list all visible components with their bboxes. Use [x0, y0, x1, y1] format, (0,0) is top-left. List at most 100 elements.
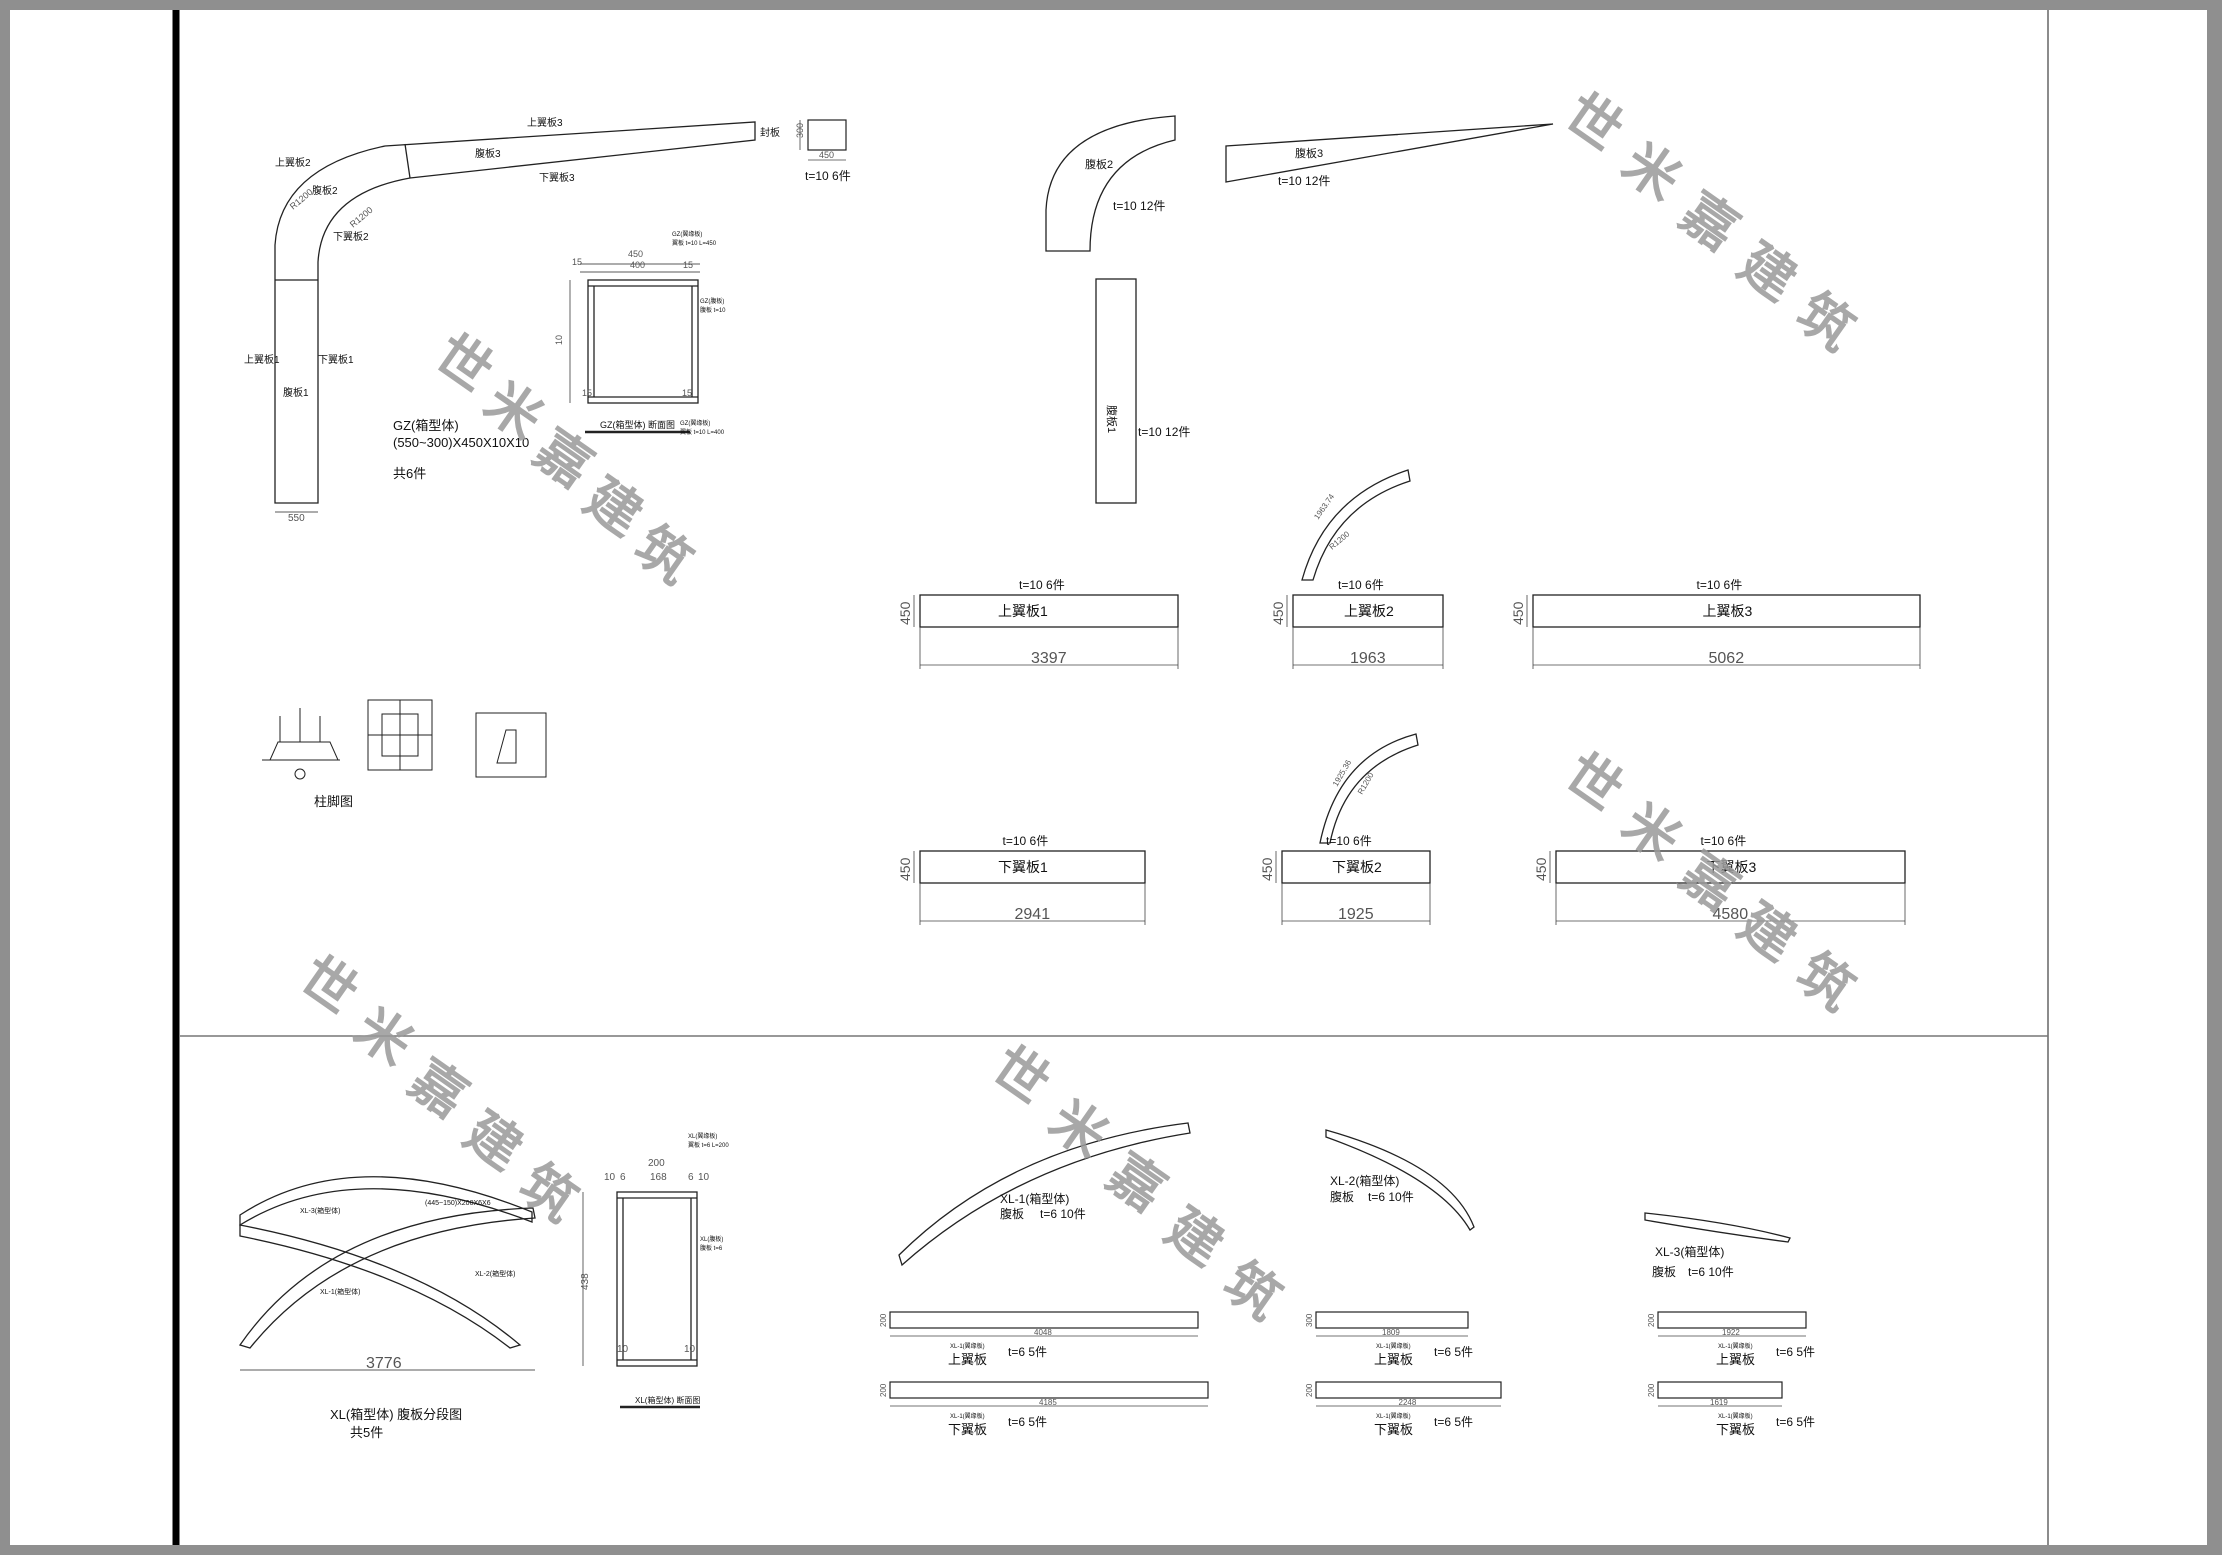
lower_plates-2-width: 450	[1533, 857, 1549, 881]
xl-assembly	[238, 1176, 536, 1371]
gz-sec-note2: GZ(腹板)	[700, 297, 724, 305]
xl1-lower-label: 下翼板	[948, 1422, 987, 1437]
xl2-lower-tag: XL-1(翼缘板)	[1376, 1412, 1411, 1420]
gz-sec-note1b: 翼板 t=10 L=450	[672, 239, 717, 247]
gz-label-web3: 腹板3	[475, 147, 501, 160]
xl3-upper-outline	[1657, 1311, 1807, 1329]
lower_plates-1-spec: t=10 6件	[1326, 834, 1372, 848]
xl-assembly-labels: XL-3(箱型体) (445~150)X200X6X6 XL-2(箱型体) XL…	[300, 1200, 515, 1440]
xl3-title: XL-3(箱型体)	[1655, 1244, 1724, 1259]
gz-title: GZ(箱型体)	[393, 418, 459, 433]
gz-section	[569, 263, 700, 434]
upper_plates-0-width: 450	[897, 601, 913, 625]
xl1-upper-outline	[889, 1311, 1199, 1329]
upper_plates-0-length: 3397	[1031, 650, 1067, 667]
upper_plates-2-outline	[1532, 594, 1921, 628]
xl2-lower-width: 200	[1305, 1383, 1314, 1397]
xl2-upper-spec: t=6 5件	[1434, 1345, 1473, 1359]
lower_plates-0-width: 450	[897, 857, 913, 881]
gz-qty: 共6件	[393, 466, 426, 481]
upper_plates-1-length: 1963	[1350, 650, 1386, 667]
upper_plates-1-spec: t=10 6件	[1338, 578, 1384, 592]
xl-sec-note1b: 翼板 t=6 L=200	[688, 1141, 729, 1149]
xl3-lower-width: 200	[1647, 1383, 1656, 1397]
web2-label: 腹板2	[1085, 157, 1113, 171]
upper_plates-0-outline	[919, 594, 1179, 628]
xl2-lower-label: 下翼板	[1374, 1422, 1413, 1437]
xl1-lower-tag: XL-1(翼缘板)	[950, 1412, 985, 1420]
gz-size: (550~300)X450X10X10	[393, 435, 529, 450]
gz-label-upper1: 上翼板1	[244, 353, 280, 366]
xl-sec-note2: XL(腹板)	[700, 1235, 723, 1243]
xl1-lower-spec: t=6 5件	[1008, 1415, 1047, 1429]
xl3-web: 腹板	[1652, 1265, 1676, 1279]
xl-asm-xl1: XL-1(箱型体)	[320, 1287, 360, 1296]
lower_plates-2-spec: t=10 6件	[1701, 834, 1747, 848]
gz-label-lower1: 下翼板1	[318, 353, 354, 366]
gz-title-block: GZ(箱型体) (550~300)X450X10X10 共6件	[393, 418, 529, 481]
lower_plates-2-length: 4580	[1713, 906, 1749, 923]
xl-sec-6b: 6	[688, 1172, 694, 1183]
gz-end-plate-h: 300	[795, 123, 805, 138]
web2-spec: t=10 12件	[1113, 199, 1165, 213]
upper_plates-1-outline	[1292, 594, 1444, 628]
web1-spec: t=10 12件	[1138, 425, 1190, 439]
xl1-web: 腹板	[1000, 1207, 1024, 1221]
xl1-title: XL-1(箱型体)	[1000, 1191, 1069, 1206]
gz-label-web1: 腹板1	[283, 386, 309, 399]
gz-label-upper2: 上翼板2	[275, 156, 311, 169]
column-base-details	[262, 699, 547, 780]
gz-sec-400: 400	[630, 260, 645, 270]
gz-end-plate-detail: 300 450 t=10 6件	[795, 119, 851, 183]
gz-label-lower2: 下翼板2	[333, 230, 369, 243]
xl1-upper-tag: XL-1(翼缘板)	[950, 1342, 985, 1350]
xl3-upper-tag: XL-1(翼缘板)	[1718, 1342, 1753, 1350]
xl2-upper-width: 300	[1305, 1313, 1314, 1327]
gz-end-plate-w: 450	[819, 150, 834, 160]
xl-asm-qty: 共5件	[350, 1425, 383, 1440]
gz-sec-note3b: 翼板 t=10 L=400	[680, 428, 725, 436]
xl3-upper-length: 1922	[1722, 1328, 1740, 1337]
xl3-lower-length: 1619	[1710, 1398, 1728, 1407]
lower_plates-1-length: 1925	[1338, 906, 1374, 923]
lower_plates-1-outline	[1281, 850, 1431, 884]
gz-sec-note2b: 腹板 t=10	[700, 306, 726, 314]
xl-sec-10b: 10	[698, 1172, 710, 1183]
gz-label-web2: 腹板2	[312, 184, 338, 197]
xl1-upper-spec: t=6 5件	[1008, 1345, 1047, 1359]
web-labels: 腹板2 t=10 12件 腹板3 t=10 12件 腹板1 t=10 12件	[1085, 146, 1330, 439]
flange-arcs	[1301, 469, 1419, 844]
gz-sec-note1: GZ(翼缘板)	[672, 230, 702, 238]
xl-sec-note1: XL(翼缘板)	[688, 1132, 717, 1140]
lower_plates-0-label: 下翼板1	[998, 859, 1048, 875]
web1-label: 腹板1	[1105, 405, 1119, 433]
xl-sec-note2b: 腹板 t=6	[700, 1244, 723, 1252]
column-base-label: 柱脚图	[314, 794, 353, 809]
xl1-web-spec: t=6 10件	[1040, 1207, 1086, 1221]
gz-sec-10: 10	[554, 335, 564, 345]
upper_plates-0-label: 上翼板1	[998, 603, 1048, 619]
xl3-upper-width: 200	[1647, 1313, 1656, 1327]
xl1-lower-outline	[889, 1381, 1209, 1399]
xl-asm-xl2: XL-2(箱型体)	[475, 1269, 515, 1278]
xl2-web: 腹板	[1330, 1190, 1354, 1204]
xl1-lower-length: 4185	[1039, 1398, 1057, 1407]
gz-label-lower3: 下翼板3	[539, 171, 575, 184]
lower_plates-1-width: 450	[1259, 857, 1275, 881]
gz-sec-450: 450	[628, 249, 643, 259]
gz-width-dim: 550	[288, 513, 305, 524]
xl-sec-10a: 10	[604, 1172, 616, 1183]
gz-elevation-labels: 上翼板1 下翼板1 腹板1 上翼板2 腹板2 下翼板2 上翼板3 腹板3 下翼板…	[244, 116, 780, 524]
gz-label-upper3: 上翼板3	[527, 116, 563, 129]
xl2-lower-outline	[1315, 1381, 1502, 1399]
xl-sec-10c: 10	[617, 1344, 629, 1355]
xl-asm-size: (445~150)X200X6X6	[425, 1200, 491, 1207]
upper_plates-2-spec: t=10 6件	[1697, 578, 1743, 592]
xl1-upper-width: 200	[879, 1313, 888, 1327]
gz-sec-15a: 15	[572, 257, 582, 267]
xl2-title: XL-2(箱型体)	[1330, 1173, 1399, 1188]
lower_plates-2-label: 下翼板3	[1707, 859, 1757, 875]
xl1-lower-width: 200	[879, 1383, 888, 1397]
